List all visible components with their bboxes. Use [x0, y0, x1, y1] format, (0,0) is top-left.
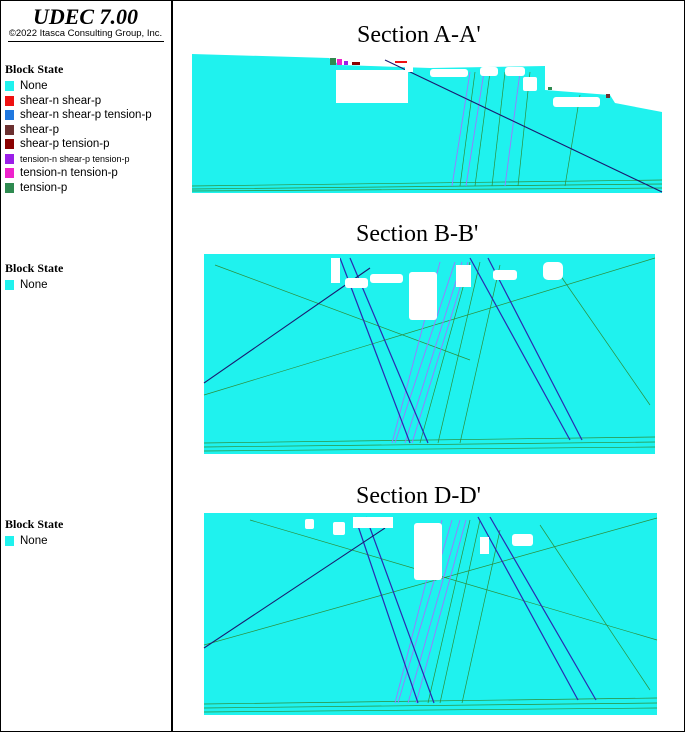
- section-title-b: Section B-B': [356, 221, 479, 247]
- legend-label: None: [20, 279, 48, 292]
- legend-block-state-d: Block State None: [5, 517, 63, 549]
- legend-item: shear-n shear-p tension-p: [5, 108, 152, 123]
- fault-line: [203, 527, 386, 649]
- rock-mass: [204, 254, 655, 454]
- excavations: [336, 62, 600, 107]
- legend-label: None: [20, 535, 48, 548]
- app-title: UDEC 7.00: [32, 4, 139, 29]
- block-state-patches: [330, 58, 610, 98]
- legend-item: tension-n shear-p tension-p: [5, 152, 152, 167]
- section-title-a: Section A-A': [357, 22, 481, 48]
- legend-title: Block State: [5, 62, 64, 76]
- joint-set-blue: [354, 516, 597, 704]
- legend-item: None: [5, 534, 63, 549]
- legend-label: tension-p: [20, 181, 68, 194]
- legend-swatch: [5, 168, 14, 179]
- legend-swatch: [5, 153, 14, 164]
- joint-set-blue: [339, 257, 583, 444]
- legend-block-state-b: Block State None: [5, 261, 63, 293]
- legend-swatch: [5, 182, 14, 193]
- legend-label: shear-p tension-p: [20, 138, 110, 151]
- legend-swatch: [5, 124, 14, 135]
- legend-label: tension-n shear-p tension-p: [20, 153, 130, 164]
- legend-swatch: [5, 110, 14, 121]
- legend-label: shear-n shear-p: [20, 94, 102, 107]
- legend-item: tension-p: [5, 181, 152, 196]
- panel-divider: [171, 0, 173, 732]
- excavations: [305, 517, 533, 580]
- legend-swatch: [5, 280, 14, 291]
- legend-swatch: [5, 536, 14, 547]
- legend-title: Block State: [5, 517, 64, 531]
- legend-title: Block State: [5, 261, 64, 275]
- excavations: [331, 258, 563, 320]
- copyright-text: ©2022 Itasca Consulting Group, Inc.: [8, 28, 163, 39]
- legend-label: None: [20, 80, 48, 93]
- legend-label: tension-n tension-p: [20, 167, 118, 180]
- legend-label: shear-p: [20, 123, 59, 136]
- joint-set-green: [203, 517, 658, 713]
- legend-item: shear-p tension-p: [5, 137, 152, 152]
- fault-line: [384, 59, 663, 193]
- joint-set-violet: [451, 71, 521, 187]
- legend-item: shear-p: [5, 123, 152, 138]
- legend-swatch: [5, 95, 14, 106]
- rock-mass: [204, 513, 657, 715]
- legend-swatch: [5, 81, 14, 92]
- legend-label: shear-n shear-p tension-p: [20, 109, 152, 122]
- legend-block-state-a: Block State None shear-n shear-p shear-n…: [5, 62, 152, 195]
- rock-mass: [192, 54, 662, 193]
- section-title-d: Section D-D': [356, 483, 481, 509]
- title-rule: [8, 41, 164, 42]
- legend-item: shear-n shear-p: [5, 94, 152, 109]
- fault-line: [203, 267, 371, 384]
- legend-item: None: [5, 79, 152, 94]
- legend-item: None: [5, 278, 63, 293]
- legend-item: tension-n tension-p: [5, 166, 152, 181]
- legend-swatch: [5, 139, 14, 150]
